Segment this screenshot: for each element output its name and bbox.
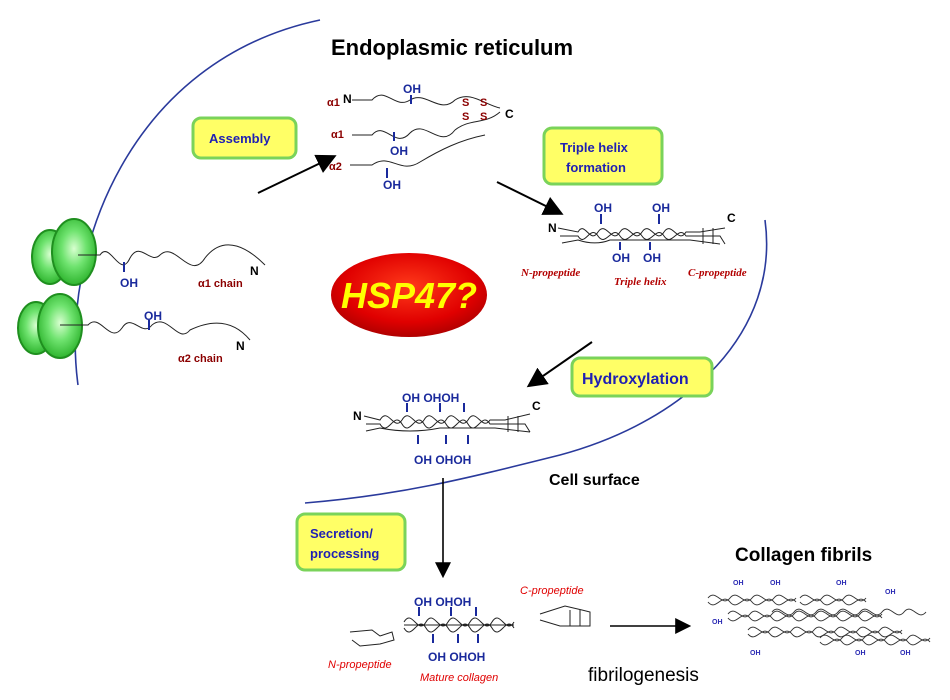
helix1-c-propeptide: C-propeptide (688, 267, 747, 279)
secretion-label-2: processing (310, 546, 379, 561)
chain-a1-mid-label: α1 (331, 129, 344, 141)
s-bond-2: S (462, 111, 469, 123)
fibril-oh-8: OH (900, 650, 911, 657)
mature-collagen-label: Mature collagen (420, 672, 498, 684)
triple-helix-callout: Triple helix formation (542, 126, 664, 186)
hydroxylated-helix: N C OH OHOH OH OHOH (353, 391, 541, 467)
helix1-oh-4: OH (643, 251, 661, 265)
fibril-oh-1: OH (733, 580, 744, 587)
triple-helix-molecule: N C OH OH OH OH N-propeptide Triple heli… (520, 201, 747, 288)
helix1-oh-3: OH (612, 251, 630, 265)
s-bond-4: S (480, 111, 487, 123)
arrow-hydroxylation (526, 341, 593, 388)
alpha2-n: N (236, 339, 245, 353)
collagen-fibrils-title: Collagen fibrils (735, 545, 872, 566)
c-propeptide-fragment: C-propeptide (520, 585, 591, 627)
assembled-oh-3: OH (383, 178, 401, 192)
title: Endoplasmic reticulum (331, 35, 573, 60)
fibril-oh-3: OH (836, 580, 847, 587)
hsp47-label: HSP47? (341, 275, 477, 316)
triple-helix-label-2: formation (566, 160, 626, 175)
alpha1-chain-line (78, 244, 266, 266)
alpha1-n: N (250, 264, 259, 278)
mature-oh-top: OH OHOH (414, 595, 471, 609)
s-bond-3: S (480, 97, 487, 109)
cell-surface-label: Cell surface (549, 472, 640, 489)
helix2-n: N (353, 409, 362, 423)
hydroxylation-callout: Hydroxylation (570, 356, 714, 398)
helix2-c: C (532, 399, 541, 413)
mature-collagen: OH OHOH OH OHOH Mature collagen (403, 595, 515, 684)
c-propeptide-label: C-propeptide (520, 585, 584, 597)
secretion-callout: Secretion/ processing (295, 512, 407, 572)
assembled-oh-2: OH (390, 144, 408, 158)
helix1-oh-2: OH (652, 201, 670, 215)
secretion-label-1: Secretion/ (310, 526, 373, 541)
chain-a1-top-label: α1 (327, 97, 340, 109)
s-bond-1: S (462, 97, 469, 109)
helix1-oh-1: OH (594, 201, 612, 215)
helix2-oh-top: OH OHOH (402, 391, 459, 405)
fibril-oh-2: OH (770, 580, 781, 587)
helix1-n-propeptide: N-propeptide (520, 267, 580, 279)
hsp47-badge: HSP47? (331, 253, 487, 337)
assembly-label: Assembly (209, 131, 271, 146)
alpha2-chain-line (60, 321, 251, 341)
fibril-oh-5: OH (712, 619, 723, 626)
triple-helix-label-1: Triple helix (560, 140, 629, 155)
alpha1-chain-label: α1 chain (198, 278, 243, 290)
helix1-n: N (548, 221, 557, 235)
alpha1-oh: OH (120, 276, 138, 290)
chain-a2-label: α2 (329, 161, 342, 173)
assembled-chains: α1 N α1 α2 OH OH OH S S S S C (327, 82, 514, 192)
helix1-c: C (727, 211, 736, 225)
helix2-oh-bottom: OH OHOH (414, 453, 471, 467)
hydroxylation-label: Hydroxylation (582, 371, 689, 388)
er-membrane-curve (74, 19, 321, 386)
assembled-c: C (505, 107, 514, 121)
helix1-triple-helix-label: Triple helix (614, 276, 667, 288)
n-propeptide-fragment: N-propeptide (328, 629, 395, 671)
fibril-oh-7: OH (855, 650, 866, 657)
fibril-oh-6: OH (750, 650, 761, 657)
n-propeptide-label: N-propeptide (328, 659, 392, 671)
assembly-callout: Assembly (191, 116, 298, 160)
ribosome-1 (31, 218, 97, 286)
alpha2-chain-label: α2 chain (178, 353, 223, 365)
assembled-n: N (343, 92, 352, 106)
fibril-oh-marks: OH OH OH OH OH OH OH OH (712, 580, 911, 657)
mature-oh-bottom: OH OHOH (428, 650, 485, 664)
arrow-assembly (257, 154, 337, 194)
fibril-oh-4: OH (885, 589, 896, 596)
arrow-triple-helix (496, 181, 564, 215)
collagen-fibrils (707, 594, 931, 646)
alpha2-oh: OH (144, 309, 162, 323)
ribosome-2 (17, 293, 83, 359)
fibrilogenesis-label: fibrilogenesis (588, 665, 699, 686)
assembled-oh-1: OH (403, 82, 421, 96)
inner-membrane-curve (304, 219, 768, 504)
